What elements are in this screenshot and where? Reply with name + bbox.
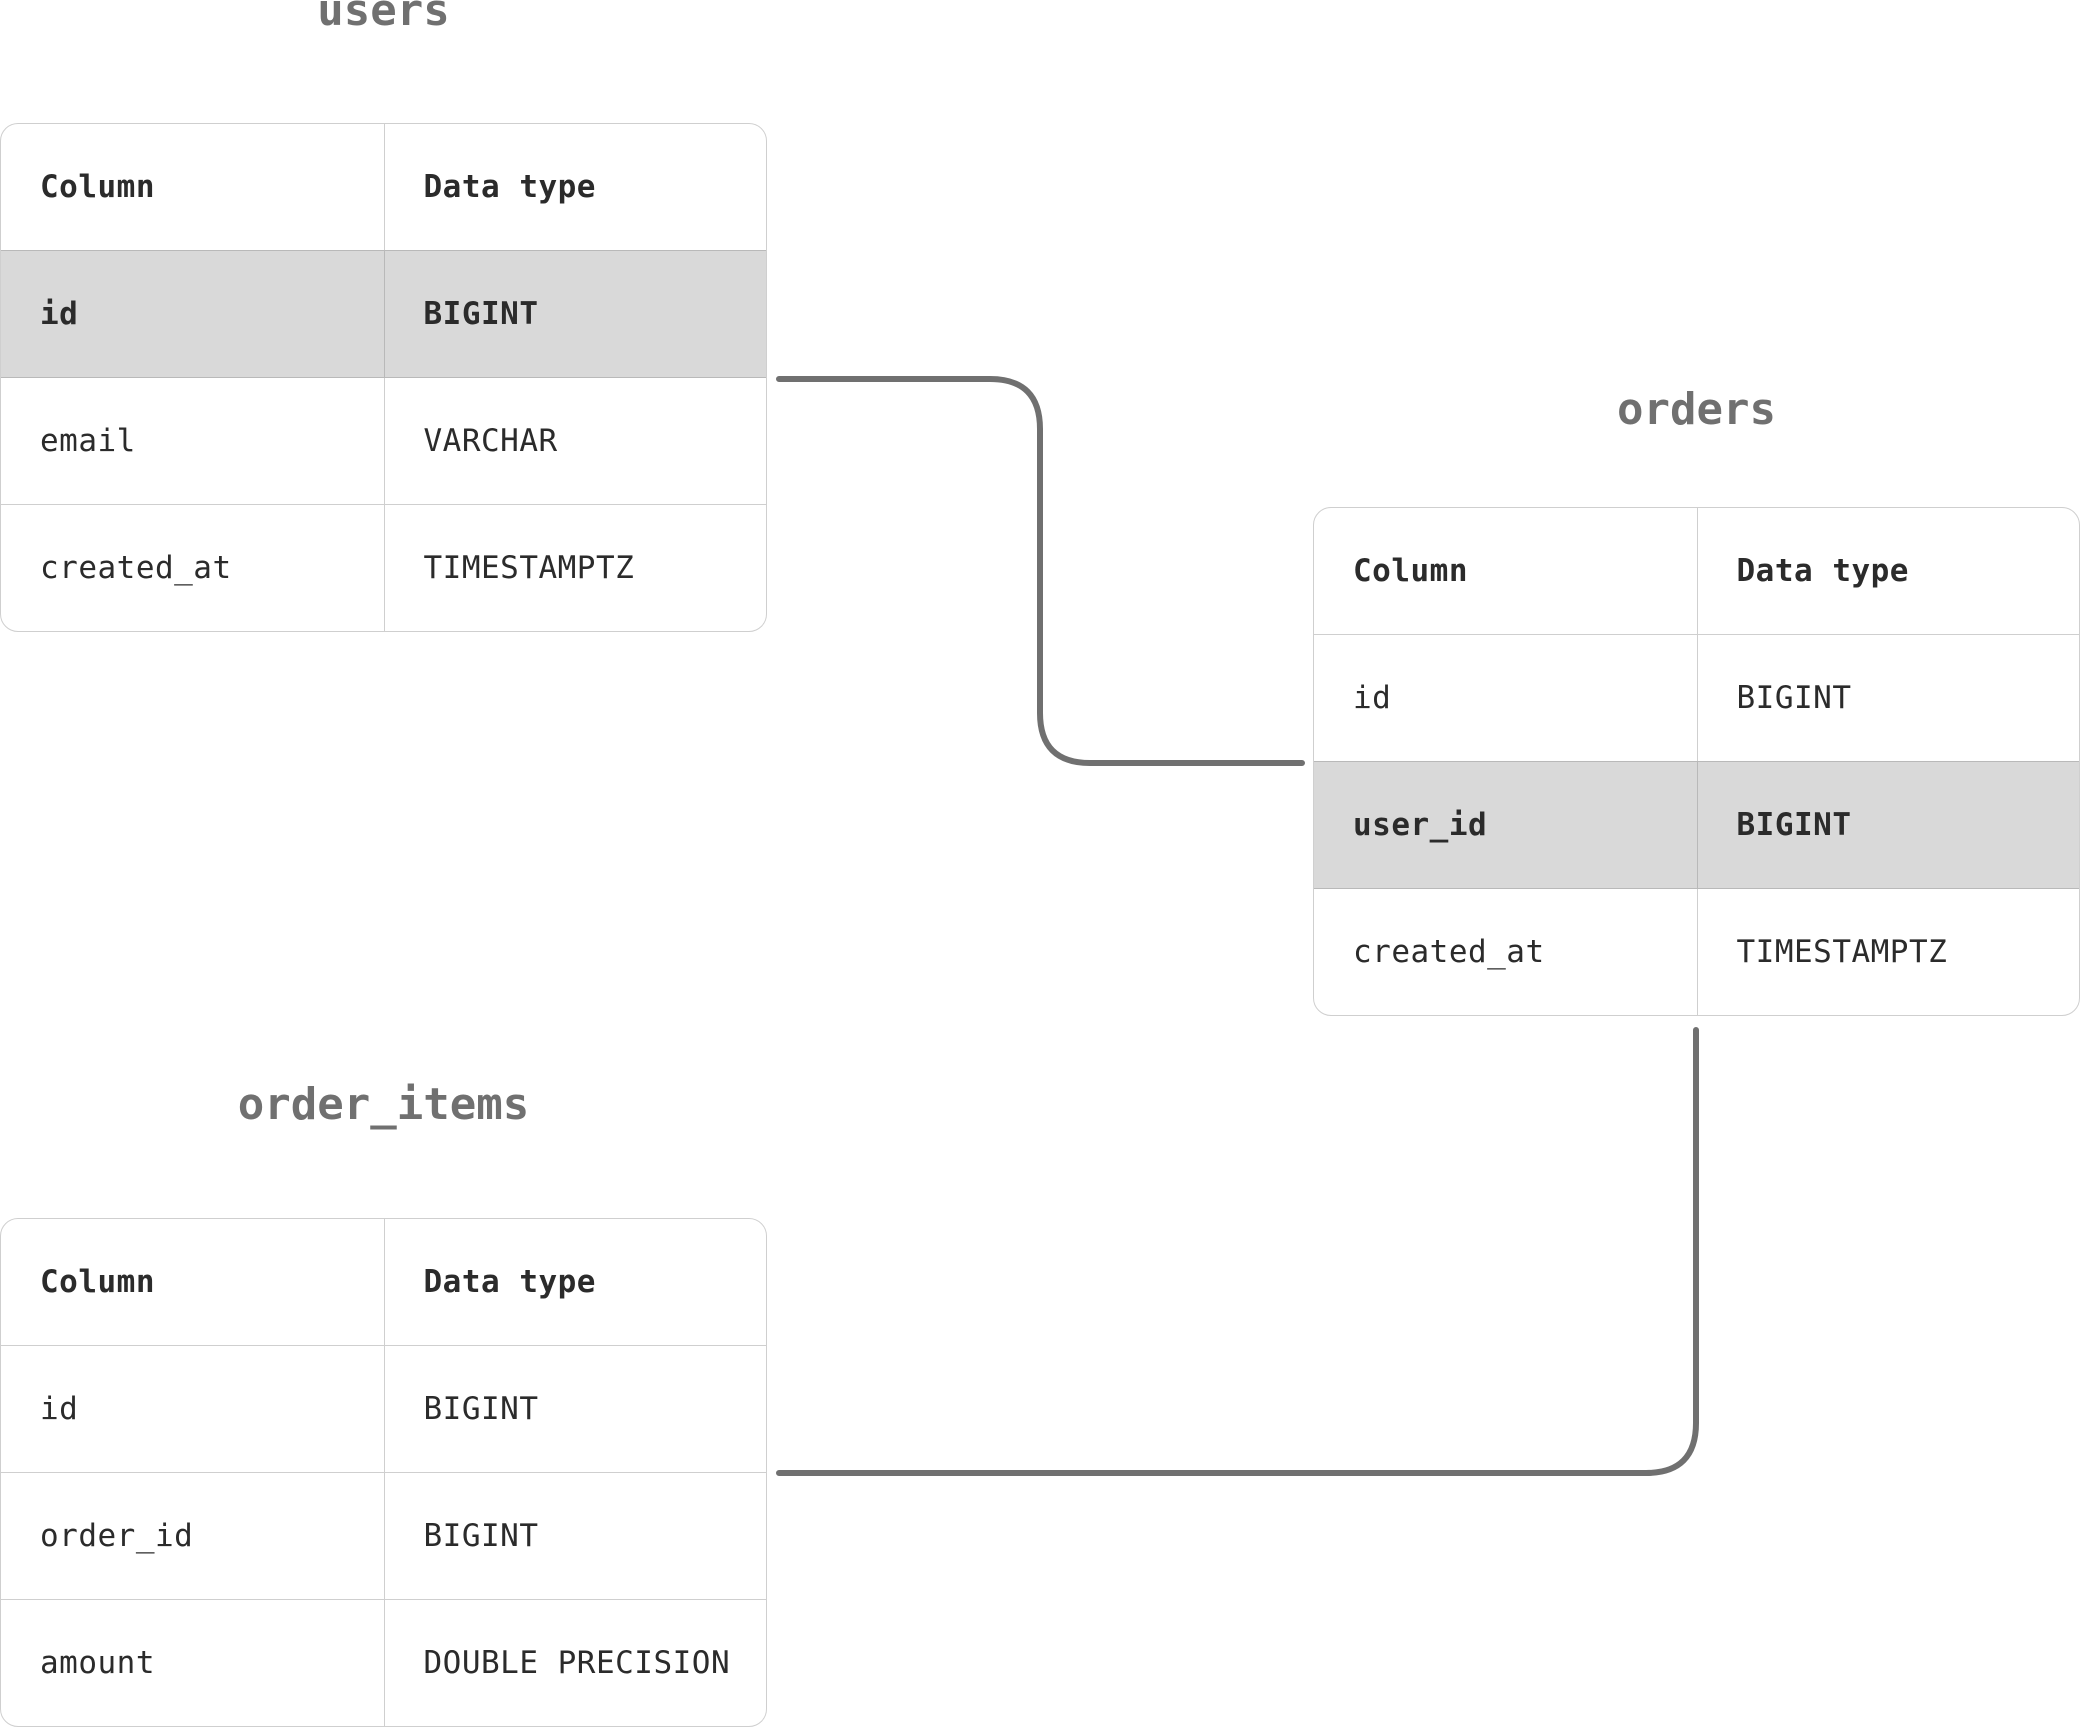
connector-users-id-to-orders-user-id (776, 376, 1305, 766)
column-type: BIGINT (1696, 635, 2080, 761)
column-name: amount (40, 1645, 155, 1681)
column-name: user_id (1353, 807, 1488, 843)
column-type: BIGINT (383, 251, 767, 377)
column-type: DOUBLE PRECISION (383, 1600, 767, 1726)
header-column: Column (40, 169, 155, 205)
users-table-title: users (317, 0, 450, 36)
header-column: Column (1353, 553, 1468, 589)
orders-table-title: orders (1617, 384, 1776, 435)
table-row: id BIGINT (1314, 634, 2079, 761)
table-row: id BIGINT (1, 1345, 766, 1472)
header-column: Column (40, 1264, 155, 1300)
column-type: BIGINT (1696, 762, 2080, 888)
table-header-row: Column Data type (1, 1219, 766, 1345)
users-table: Column Data type id BIGINT email VARCHAR… (0, 123, 767, 632)
column-type: TIMESTAMPTZ (383, 505, 767, 631)
table-row: created_at TIMESTAMPTZ (1314, 888, 2079, 1015)
column-type: BIGINT (383, 1346, 767, 1472)
header-data-type: Data type (383, 1219, 767, 1345)
column-type: TIMESTAMPTZ (1696, 889, 2080, 1015)
column-name: order_id (40, 1518, 194, 1554)
header-data-type: Data type (1696, 508, 2080, 634)
table-row: amount DOUBLE PRECISION (1, 1599, 766, 1726)
order-items-table-title: order_items (237, 1079, 530, 1130)
column-name: created_at (1353, 934, 1545, 970)
column-name: email (40, 423, 136, 459)
order-items-table: Column Data type id BIGINT order_id BIGI… (0, 1218, 767, 1727)
table-header-row: Column Data type (1314, 508, 2079, 634)
table-row: order_id BIGINT (1, 1472, 766, 1599)
orders-table: Column Data type id BIGINT user_id BIGIN… (1313, 507, 2080, 1016)
column-name: id (40, 296, 79, 332)
column-name: id (40, 1391, 79, 1427)
table-row: email VARCHAR (1, 377, 766, 504)
column-name: id (1353, 680, 1392, 716)
column-name: created_at (40, 550, 232, 586)
table-row: user_id BIGINT (1314, 761, 2079, 888)
column-type: BIGINT (383, 1473, 767, 1599)
table-row: created_at TIMESTAMPTZ (1, 504, 766, 631)
table-header-row: Column Data type (1, 124, 766, 250)
header-data-type: Data type (383, 124, 767, 250)
column-type: VARCHAR (383, 378, 767, 504)
connector-orders-id-to-order-items-order-id (776, 1027, 1699, 1476)
table-row: id BIGINT (1, 250, 766, 377)
